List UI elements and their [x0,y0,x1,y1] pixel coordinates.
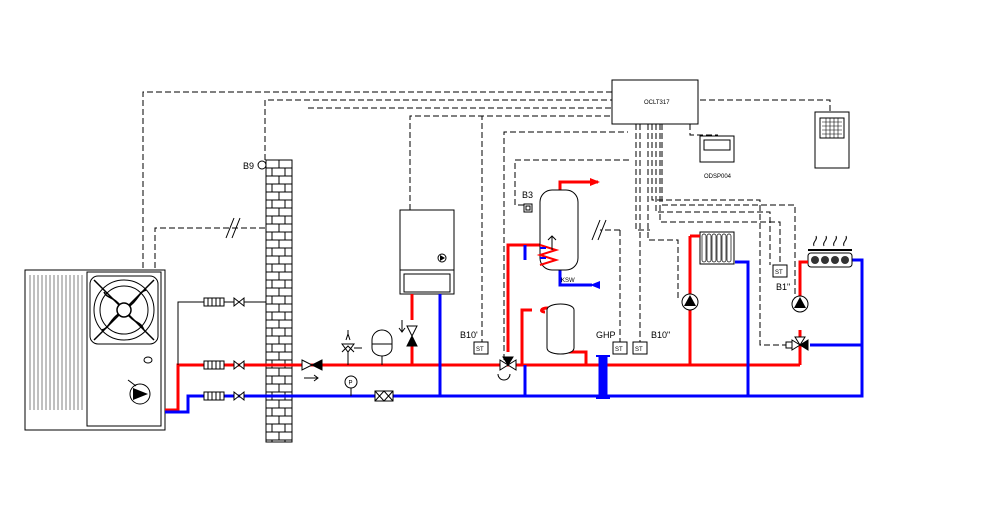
st-ghp: ST [615,347,623,353]
sensor-b10b: ST B10" [632,330,670,355]
break-marks [225,217,607,241]
diverter-valve [301,359,323,382]
control-wiring [142,91,831,360]
ksw-label: KSW [561,278,575,284]
controller-oclt317: OCLT317 [611,79,699,125]
boiler [399,209,455,320]
sensor-b1: ST B1" [772,264,790,292]
hydraulic-separator [596,355,610,399]
strainer [374,390,394,402]
sensor-b10a: ST B10' [460,330,489,355]
b9-label: B9 [243,161,254,171]
sensor-b3: B3 [522,190,533,213]
brick-wall [265,159,293,443]
st-b1: ST [775,270,783,276]
return-flex-connector [203,390,245,402]
b10a-label: B10' [460,330,478,340]
controller-label: OCLT317 [644,100,670,106]
room-unit-panel [814,111,850,169]
b1-label: B1" [776,282,790,292]
refrigerant-line [177,296,266,365]
heat-pump-unit [24,269,166,431]
pressure-label: P [349,381,353,387]
expansion-vessel [371,329,393,365]
safety-valve [341,330,362,365]
pump-floor [791,295,809,313]
pump-radiator [681,293,699,311]
dhw-tank: KSW [536,189,579,284]
st-b10a: ST [476,347,484,353]
supply-flex-connector [203,359,245,371]
b3-label: B3 [522,190,533,200]
mixing-valve-dhw [497,356,517,381]
check-valve [398,320,418,347]
buffer-tank [546,303,575,355]
display-odsp004: ODSP004 [699,135,735,180]
sensor-ghp: ST GHP [596,330,628,355]
ghp-label: GHP [596,330,616,340]
st-b10b: ST [635,347,643,353]
floor-heating [798,235,853,298]
mixing-valve-floor [785,336,809,351]
display-label: ODSP004 [704,174,732,180]
radiator [690,231,735,265]
sensor-b9: B9 [243,160,267,171]
pressure-gauge: P [344,375,358,396]
b10b-label: B10" [651,330,670,340]
